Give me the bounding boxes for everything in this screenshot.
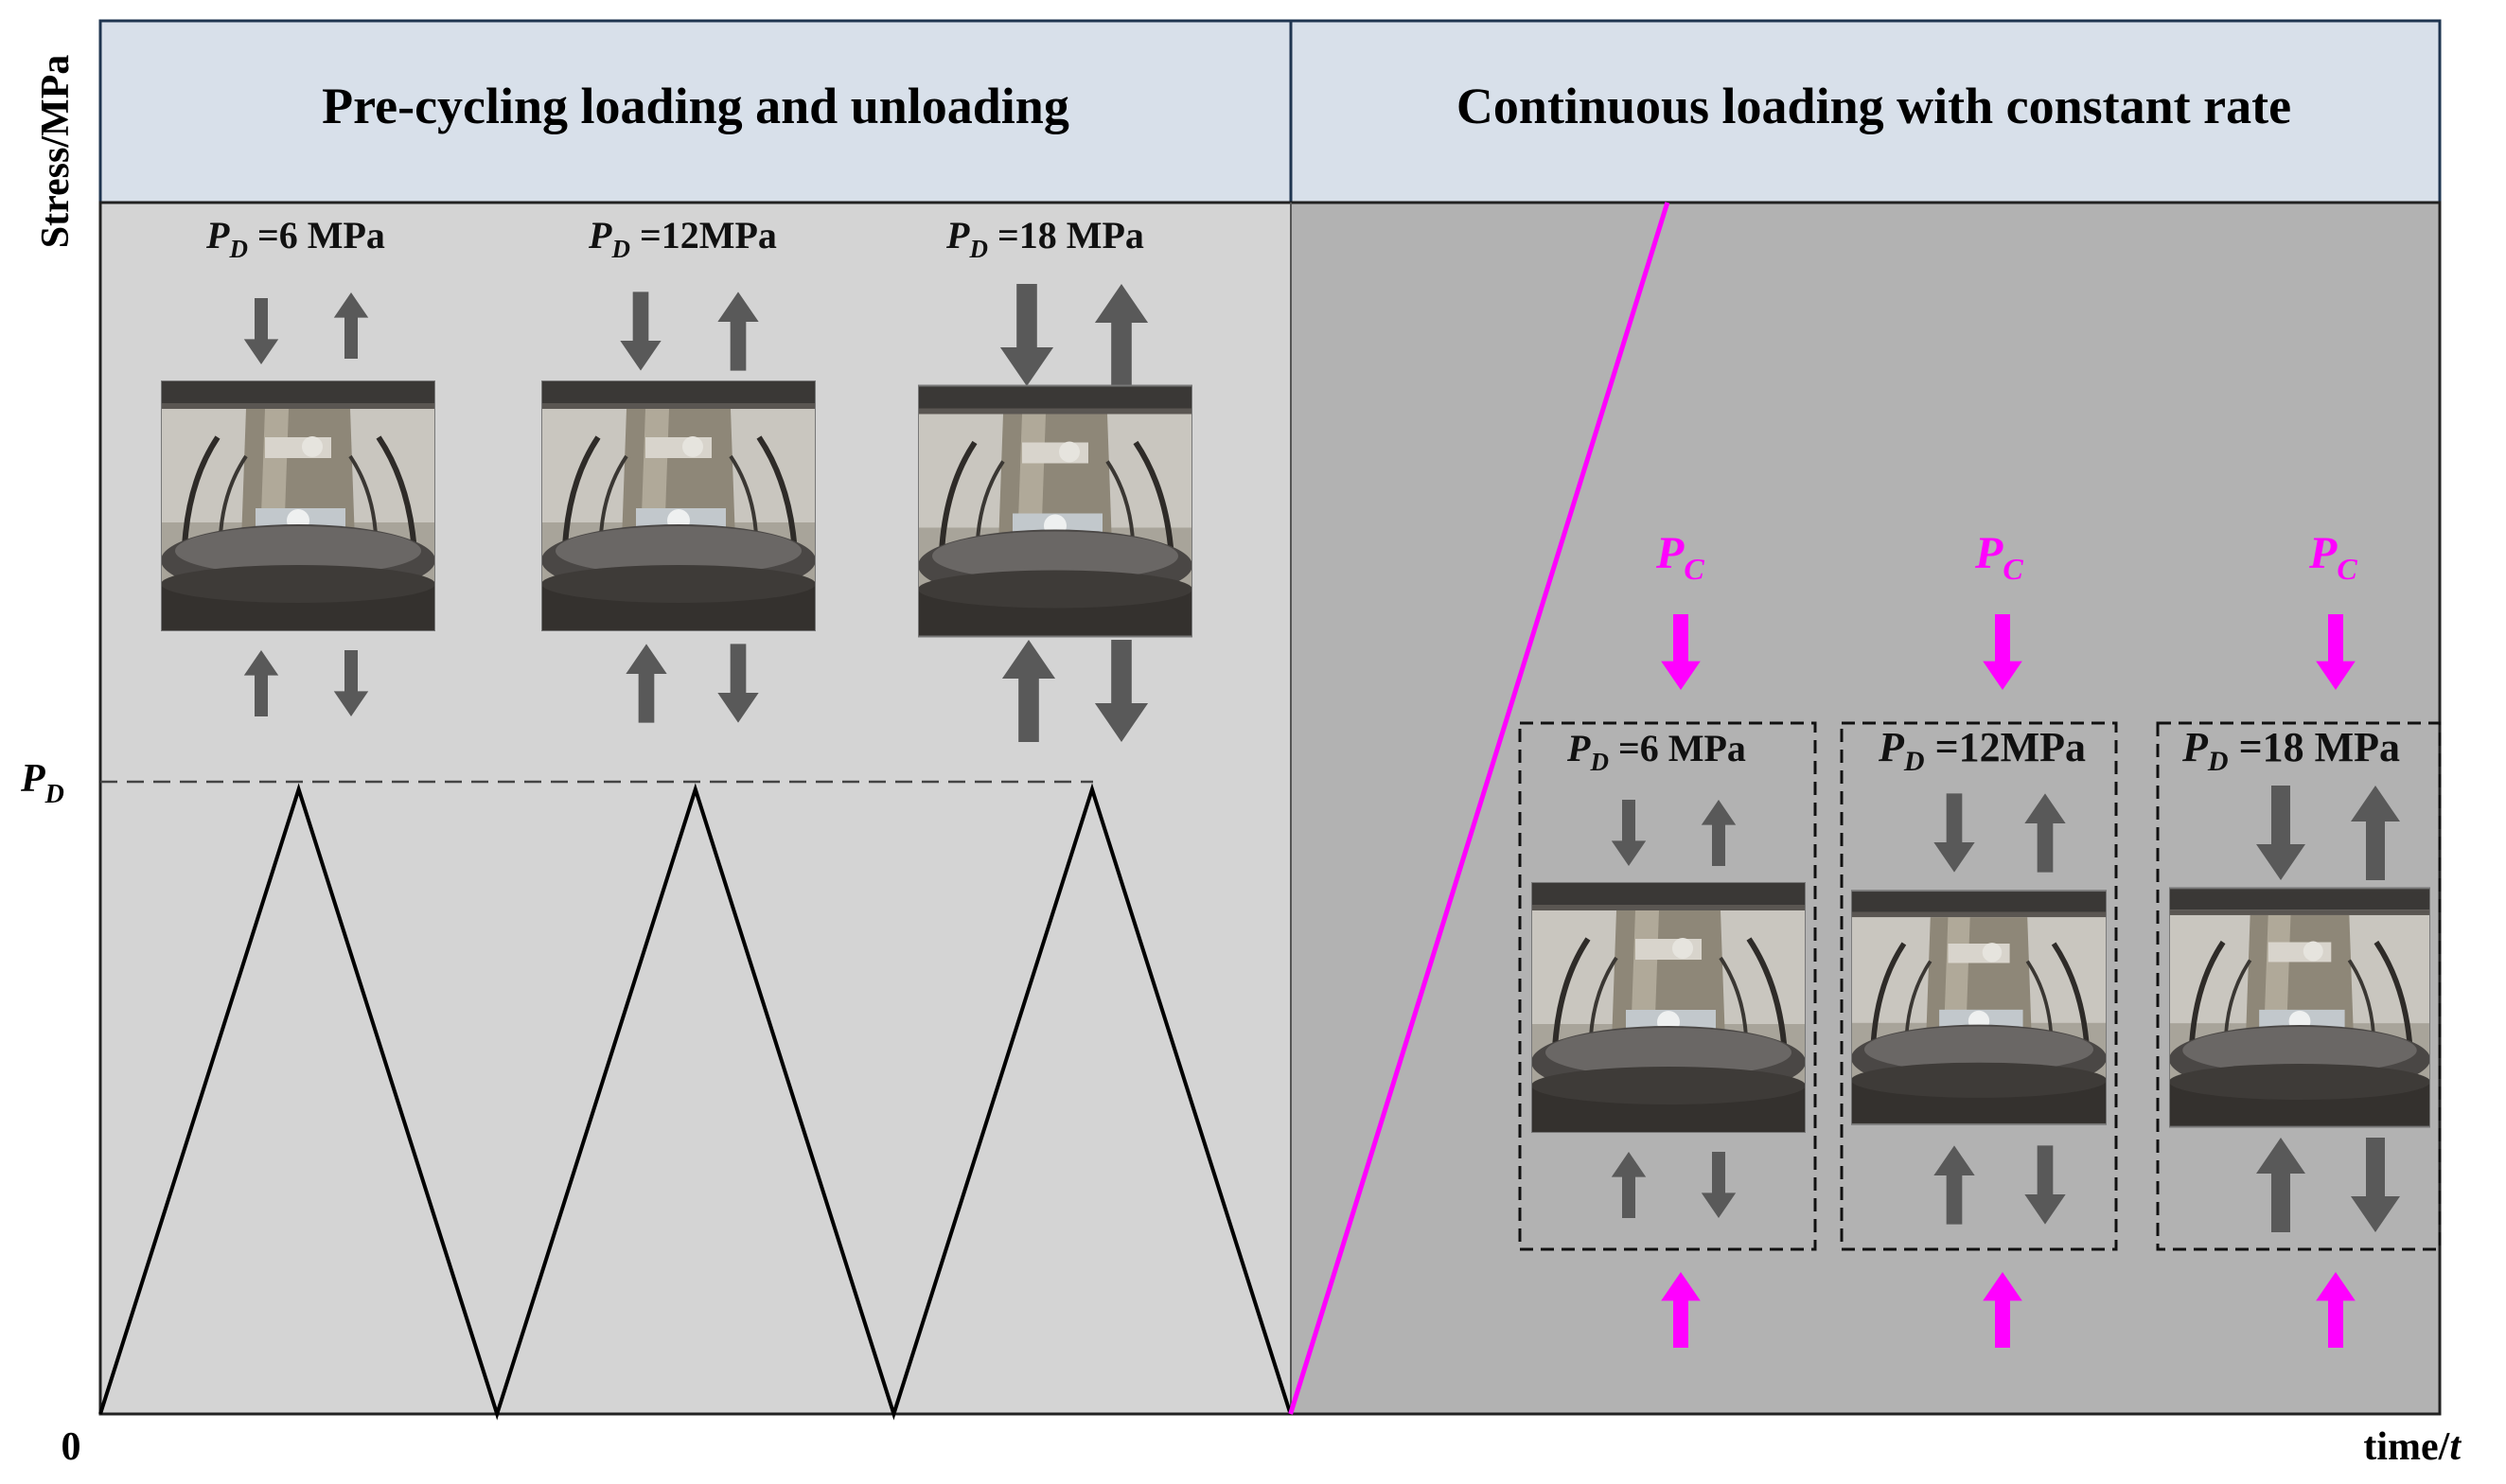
specimen-photo: [541, 380, 816, 631]
origin-label: 0: [62, 1425, 81, 1469]
x-axis-label: time/t: [2363, 1425, 2462, 1469]
right-panel-background: [1291, 203, 2440, 1414]
specimen-photo: [1851, 891, 2107, 1124]
specimen-photo: [1531, 882, 1806, 1133]
y-axis-label: Stress/MPa: [34, 55, 78, 249]
right-panel-title: Continuous loading with constant rate: [1456, 78, 2291, 134]
pd-axis-label: PD: [20, 757, 64, 809]
specimen-photo: [918, 386, 1192, 637]
specimen-photo: [2169, 888, 2430, 1126]
left-panel-title: Pre-cycling loading and unloading: [322, 78, 1069, 134]
specimen-photo: [161, 380, 435, 631]
